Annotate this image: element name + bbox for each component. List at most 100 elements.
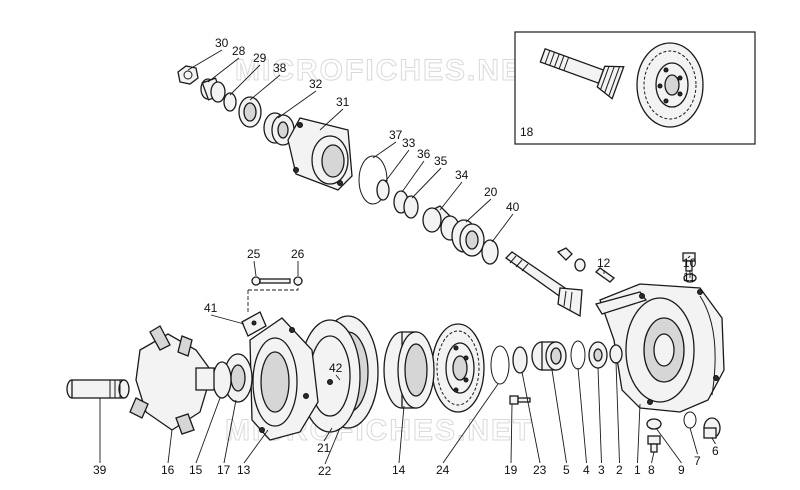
- leader-14: [398, 405, 405, 464]
- label-14: 14: [392, 463, 406, 477]
- label-41: 41: [204, 301, 218, 315]
- part-1-main-housing: [595, 283, 725, 413]
- label-18: 18: [520, 125, 534, 139]
- label-17: 17: [217, 463, 231, 477]
- leader-40: [491, 213, 514, 243]
- leader-35: [411, 167, 442, 199]
- leader-9: [655, 427, 682, 464]
- leader-36: [401, 160, 425, 193]
- part-5-bearing: [531, 341, 567, 371]
- part-29-ring: [223, 92, 237, 112]
- part-32-roller-bearing: [263, 112, 295, 146]
- leader-10: [687, 255, 691, 259]
- label-16: 16: [161, 463, 175, 477]
- label-5: 5: [563, 463, 570, 477]
- label-38: 38: [273, 61, 287, 75]
- part-9-washer: [646, 418, 662, 430]
- leader-5: [551, 369, 567, 464]
- label-34: 34: [455, 168, 469, 182]
- leader-24: [442, 383, 499, 464]
- label-30: 30: [215, 36, 229, 50]
- part-small-nut: [556, 247, 573, 261]
- label-22: 22: [318, 464, 332, 478]
- part-2-ring: [609, 344, 623, 364]
- part-small-washer: [574, 258, 586, 272]
- label-26: 26: [291, 247, 305, 261]
- leader-3: [597, 367, 602, 464]
- leader-1: [637, 403, 641, 464]
- leader-13: [243, 429, 269, 464]
- leader-31: [319, 108, 344, 131]
- leader-21: [323, 427, 333, 442]
- label-9: 9: [678, 463, 685, 477]
- label-37: 37: [389, 128, 403, 142]
- label-15: 15: [189, 463, 203, 477]
- part-13-flange: [249, 317, 319, 441]
- assembly-bracket-line: [247, 285, 299, 312]
- leader-32: [277, 90, 317, 119]
- part-ring-gear: [431, 323, 485, 413]
- part-39-shaft: [66, 379, 130, 399]
- leader-34: [439, 181, 463, 211]
- label-31: 31: [336, 95, 350, 109]
- part-14-bearing: [383, 331, 435, 409]
- watermark-top: MICROFICHES.NET: [235, 54, 543, 87]
- part-3-seal: [588, 341, 608, 369]
- leader-16: [167, 429, 173, 464]
- label-29: 29: [253, 51, 267, 65]
- label-10: 10: [683, 256, 697, 270]
- label-36: 36: [417, 147, 431, 161]
- label-25: 25: [247, 247, 261, 261]
- label-42: 42: [329, 361, 343, 375]
- part-34-sleeve: [422, 205, 460, 241]
- part-12-pin: [594, 267, 616, 283]
- part-40-ring: [481, 239, 499, 265]
- label-2: 2: [616, 463, 623, 477]
- leader-19: [510, 403, 513, 464]
- label-6: 6: [712, 444, 719, 458]
- part-17-seal: [223, 353, 253, 403]
- leader-8: [651, 451, 655, 464]
- part-30-nut: [177, 65, 199, 85]
- label-12: 12: [597, 256, 611, 270]
- leader-17: [223, 399, 237, 464]
- part-19-bolt: [509, 395, 531, 405]
- leader-6: [711, 437, 716, 445]
- inset-box-ring-pinion: [514, 31, 756, 145]
- leader-15: [195, 397, 221, 464]
- part-25-bolt: [251, 276, 291, 286]
- label-21: 21: [317, 441, 331, 455]
- label-23: 23: [533, 463, 547, 477]
- part-7-ring: [683, 411, 697, 429]
- label-20: 20: [484, 185, 498, 199]
- part-33-ring: [376, 179, 390, 201]
- label-3: 3: [598, 463, 605, 477]
- label-7: 7: [694, 454, 701, 468]
- leader-42: [335, 374, 341, 381]
- leader-4: [577, 367, 587, 464]
- part-35-shim: [403, 195, 419, 219]
- part-26-nut: [293, 276, 303, 286]
- label-39: 39: [93, 463, 107, 477]
- part-31-bearing-housing: [287, 117, 353, 191]
- label-28: 28: [232, 44, 246, 58]
- part-8-screw: [647, 435, 661, 453]
- part-15-ring: [212, 361, 232, 399]
- leader-28: [207, 57, 240, 83]
- part-38-bearing: [238, 96, 262, 128]
- label-1: 1: [634, 463, 641, 477]
- label-19: 19: [504, 463, 518, 477]
- leader-7: [689, 427, 698, 455]
- label-13: 13: [237, 463, 251, 477]
- label-4: 4: [583, 463, 590, 477]
- label-40: 40: [506, 200, 520, 214]
- leader-23: [521, 371, 541, 464]
- label-33: 33: [402, 136, 416, 150]
- leader-22: [324, 427, 341, 465]
- label-8: 8: [648, 463, 655, 477]
- leader-29: [229, 64, 261, 96]
- leader-37: [372, 141, 397, 159]
- part-23-ring: [512, 346, 528, 374]
- leader-41: [210, 314, 245, 325]
